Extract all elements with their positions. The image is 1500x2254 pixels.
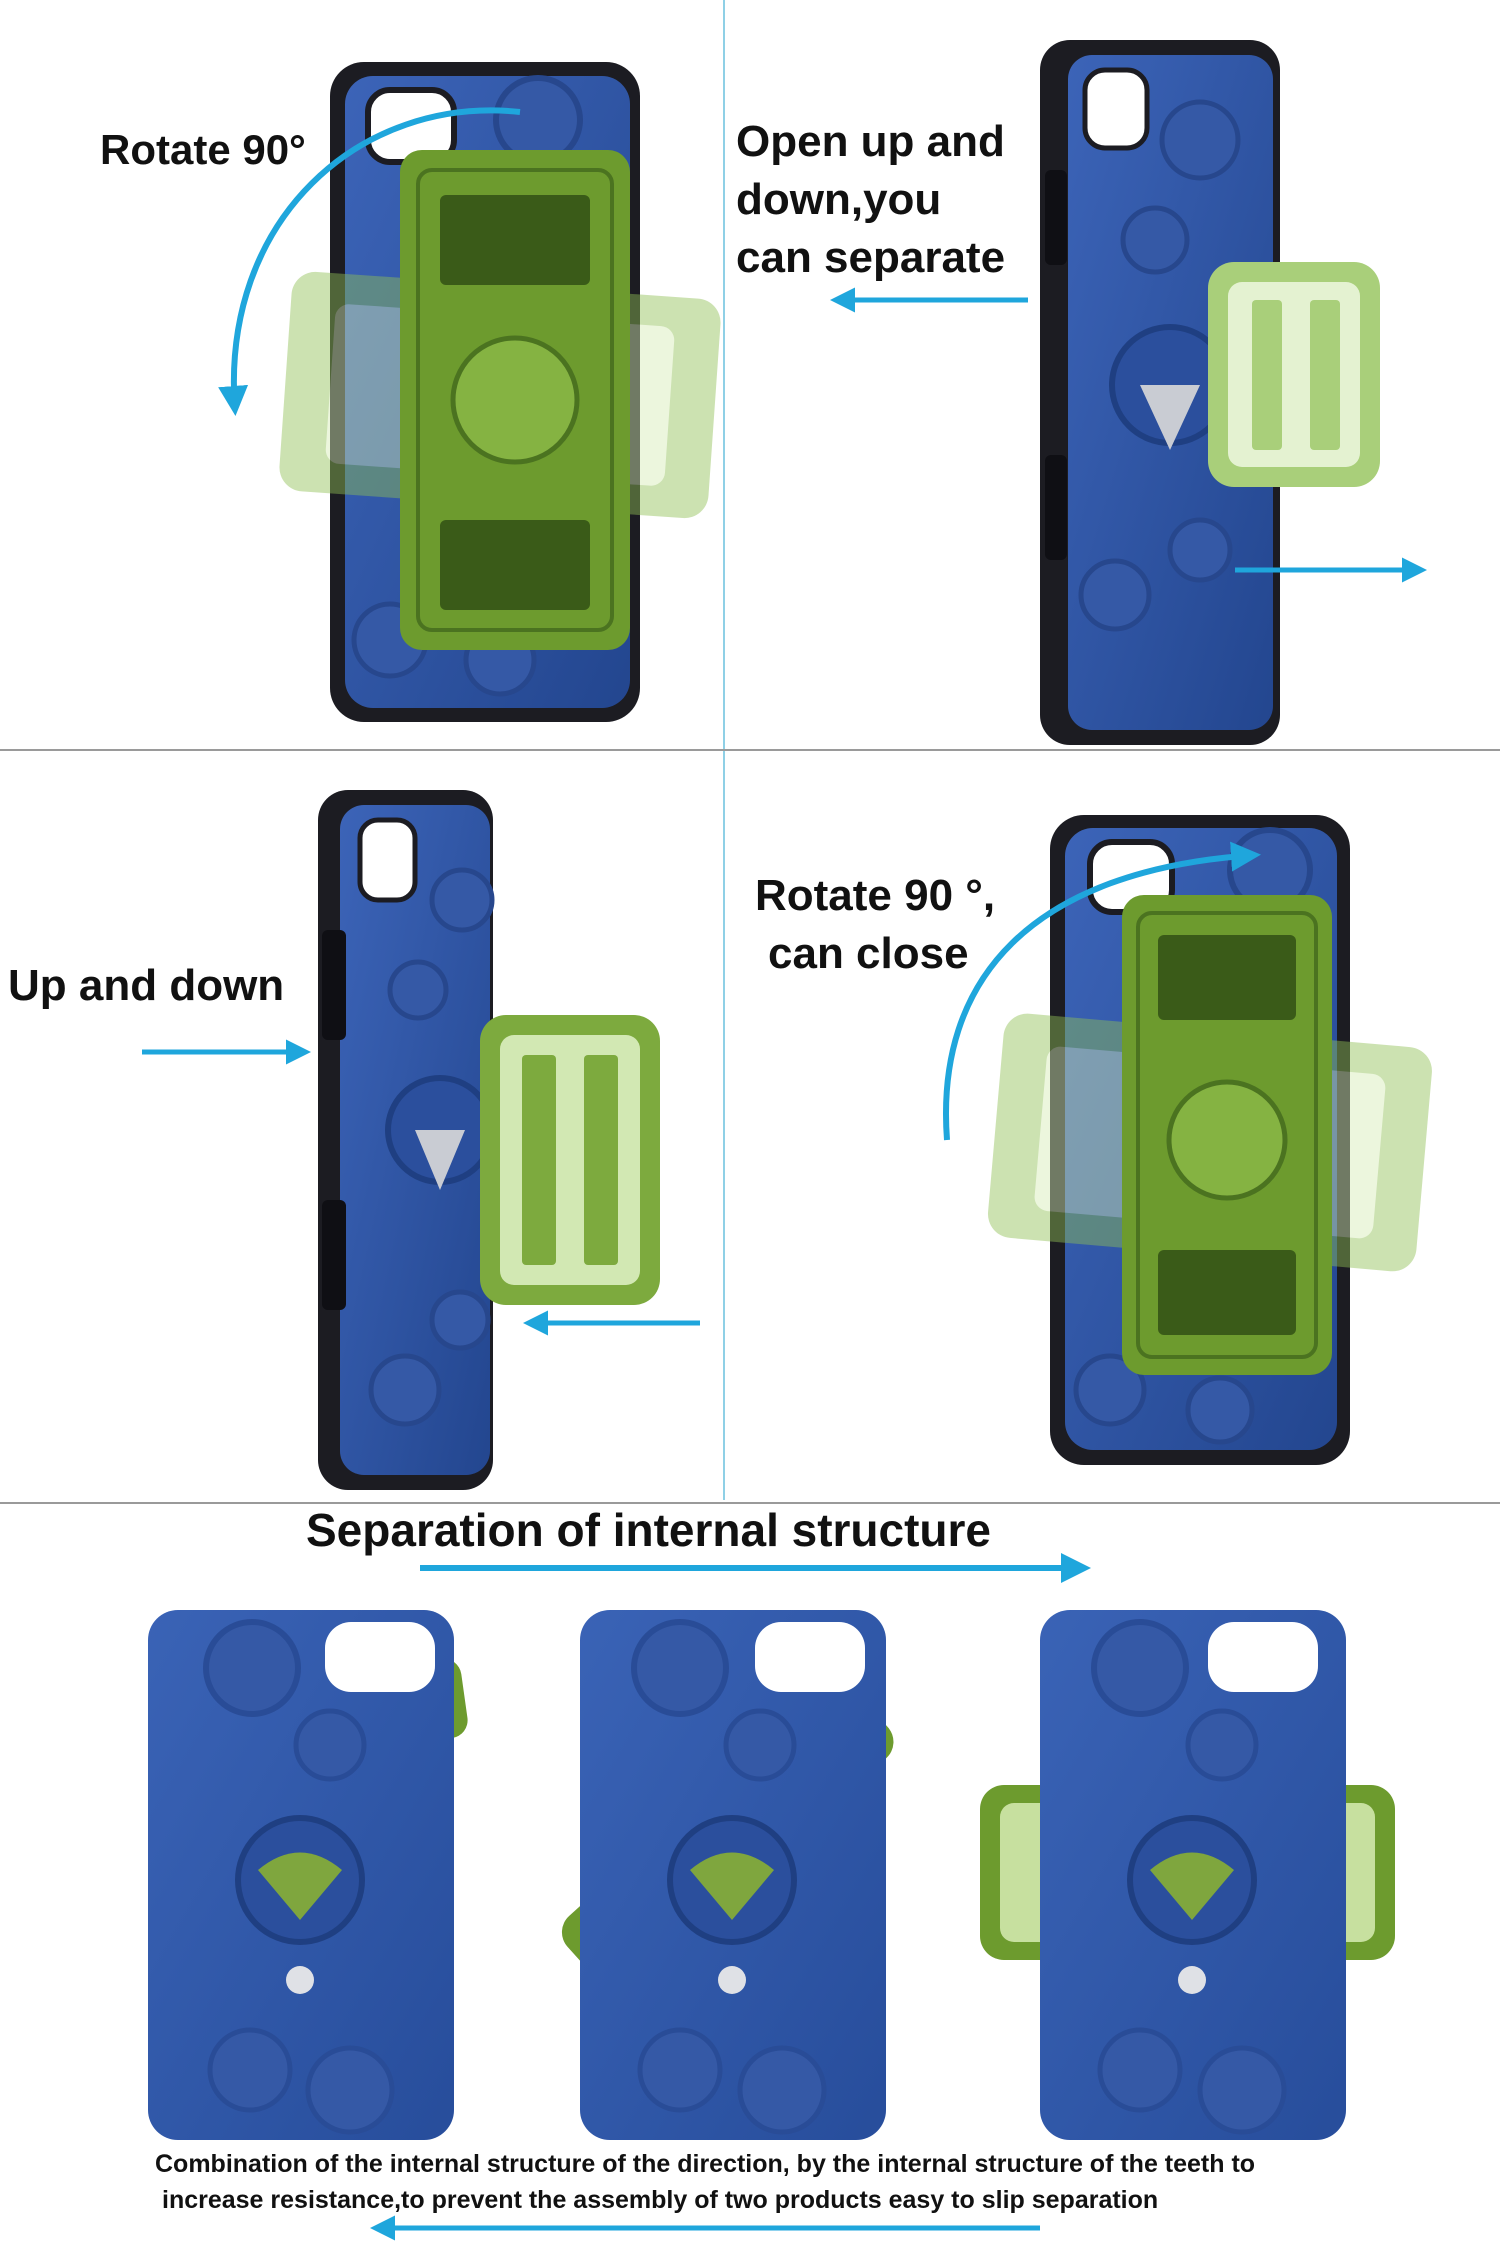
structure-caption-line-1: Combination of the internal structure of… — [155, 2150, 1255, 2178]
separate-label-line-3: can separate — [736, 233, 1005, 282]
armband-clip — [1122, 895, 1332, 1375]
structure-caption-line-2: increase resistance,to prevent the assem… — [162, 2186, 1158, 2214]
phone-case — [1040, 40, 1280, 745]
structure-plate-1 — [148, 1610, 468, 2140]
panel-rotate-close: Rotate 90 °, can close — [755, 815, 1432, 1465]
structure-plate-3 — [980, 1610, 1395, 2140]
rotate-arrow — [218, 107, 521, 416]
assemble-label: Up and down — [8, 961, 284, 1010]
structure-section: Separation of internal structure — [148, 1504, 1395, 2241]
separate-label-line-1: Open up and — [736, 117, 1005, 166]
armband-clip — [480, 1015, 660, 1305]
panel-separate: Open up and down,you can separate — [736, 40, 1427, 745]
armband-clip — [400, 150, 630, 650]
rotate-close-label-line-2: can close — [768, 929, 969, 978]
structure-title: Separation of internal structure — [306, 1504, 991, 1556]
rotate-close-label-line-1: Rotate 90 °, — [755, 871, 995, 920]
armband-clip-separated — [1208, 262, 1380, 487]
structure-plate-2 — [561, 1610, 894, 2140]
panel-assemble: Up and down — [8, 790, 700, 1490]
separate-label-line-2: down,you — [736, 175, 941, 224]
phone-case — [318, 790, 495, 1490]
rotate-close-arrow — [943, 841, 1261, 1141]
panel-rotate-open: Rotate 90° — [100, 62, 721, 722]
rotate-open-label: Rotate 90° — [100, 126, 306, 173]
